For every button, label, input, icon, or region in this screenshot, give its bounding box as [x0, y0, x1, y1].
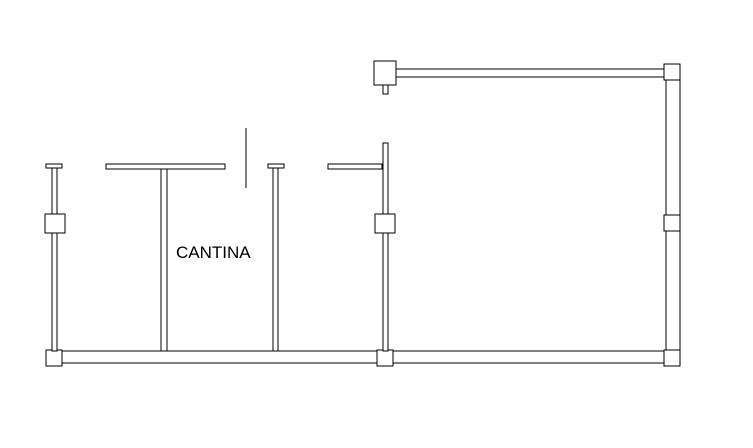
column-right-mid [663, 214, 681, 232]
column-top-right [663, 63, 681, 81]
top-right-wall [395, 68, 667, 78]
column-top-box [373, 60, 397, 86]
column-top-box-stem [382, 84, 389, 95]
column-bottom-mid [376, 349, 394, 367]
left-pillar-cap [45, 163, 63, 169]
pillar-2-cap [267, 163, 285, 169]
l-wall-top [327, 163, 383, 170]
column-bottom-left [45, 349, 63, 367]
pillar-2 [272, 167, 279, 352]
l-wall-stem [382, 142, 389, 352]
left-pillar-block [44, 213, 66, 234]
left-pillar [51, 167, 58, 352]
column-bottom-right [663, 349, 681, 367]
mid-pillar-block [374, 213, 396, 234]
room-label: CANTINA [176, 243, 251, 262]
t-wall-1-top [105, 163, 226, 170]
bottom-wall [51, 350, 673, 364]
t-wall-1-stem [160, 168, 168, 352]
